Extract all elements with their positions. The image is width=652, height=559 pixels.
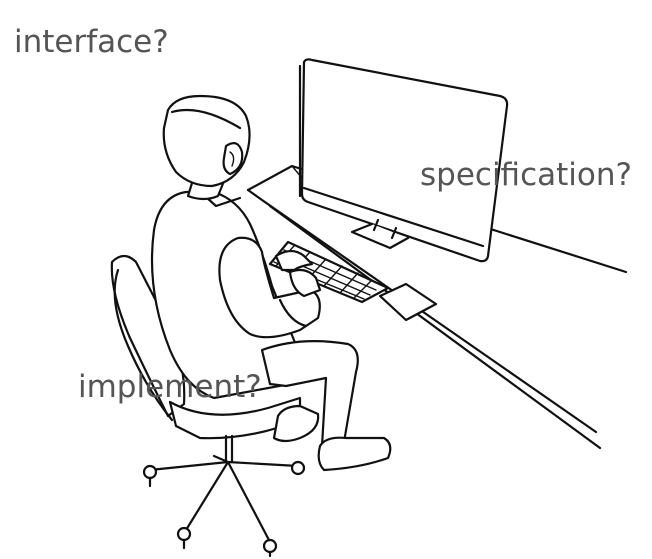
label-specification: specification?	[420, 157, 632, 193]
label-interface: interface?	[14, 24, 169, 60]
mouse-pad	[378, 282, 438, 322]
monitor	[298, 58, 509, 263]
label-implement: implement?	[78, 369, 262, 405]
desk	[246, 164, 628, 450]
person-at-computer	[150, 94, 392, 472]
